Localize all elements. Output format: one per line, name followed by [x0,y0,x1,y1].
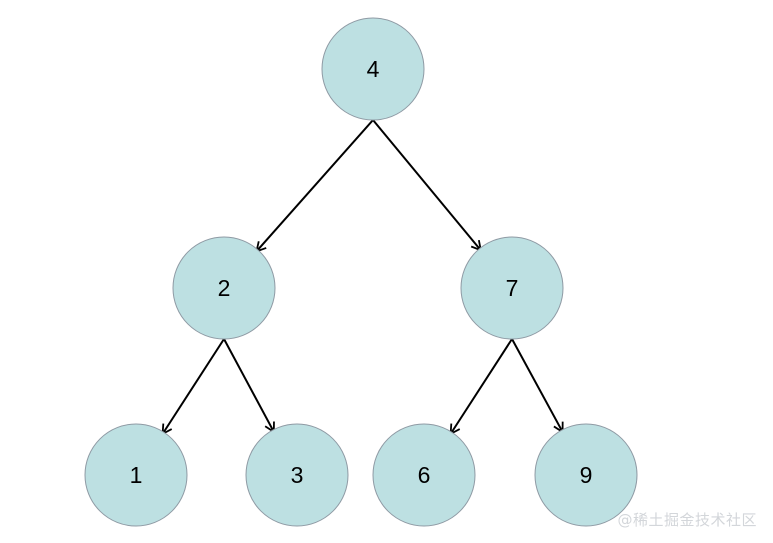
edge-n4-n2 [255,119,374,253]
nodes-layer: 4 2 7 1 3 6 9 [84,17,638,527]
tree-node-1: 1 [84,423,188,527]
edge-n2-n3 [223,338,275,434]
node-label: 2 [218,275,231,301]
node-circle [84,423,188,527]
node-circle [460,236,564,340]
tree-node-9: 9 [534,423,638,527]
node-label: 9 [580,462,593,488]
tree-node-7: 7 [460,236,564,340]
node-label: 3 [291,462,304,488]
node-label: 4 [367,56,380,82]
tree-node-4: 4 [321,17,425,121]
tree-node-3: 3 [245,423,349,527]
tree-node-6: 6 [372,423,476,527]
edges-layer [161,119,564,436]
node-label: 6 [418,462,431,488]
node-circle [172,236,276,340]
node-label: 1 [130,462,143,488]
node-circle [372,423,476,527]
node-circle [245,423,349,527]
edge-n7-n9 [511,338,564,434]
edge-n7-n6 [449,338,513,436]
node-circle [534,423,638,527]
edge-n4-n7 [372,119,482,252]
node-label: 7 [506,275,519,301]
tree-node-2: 2 [172,236,276,340]
watermark-text: @稀土掘金技术社区 [617,511,757,529]
node-circle [321,17,425,121]
edge-n2-n1 [161,338,225,436]
